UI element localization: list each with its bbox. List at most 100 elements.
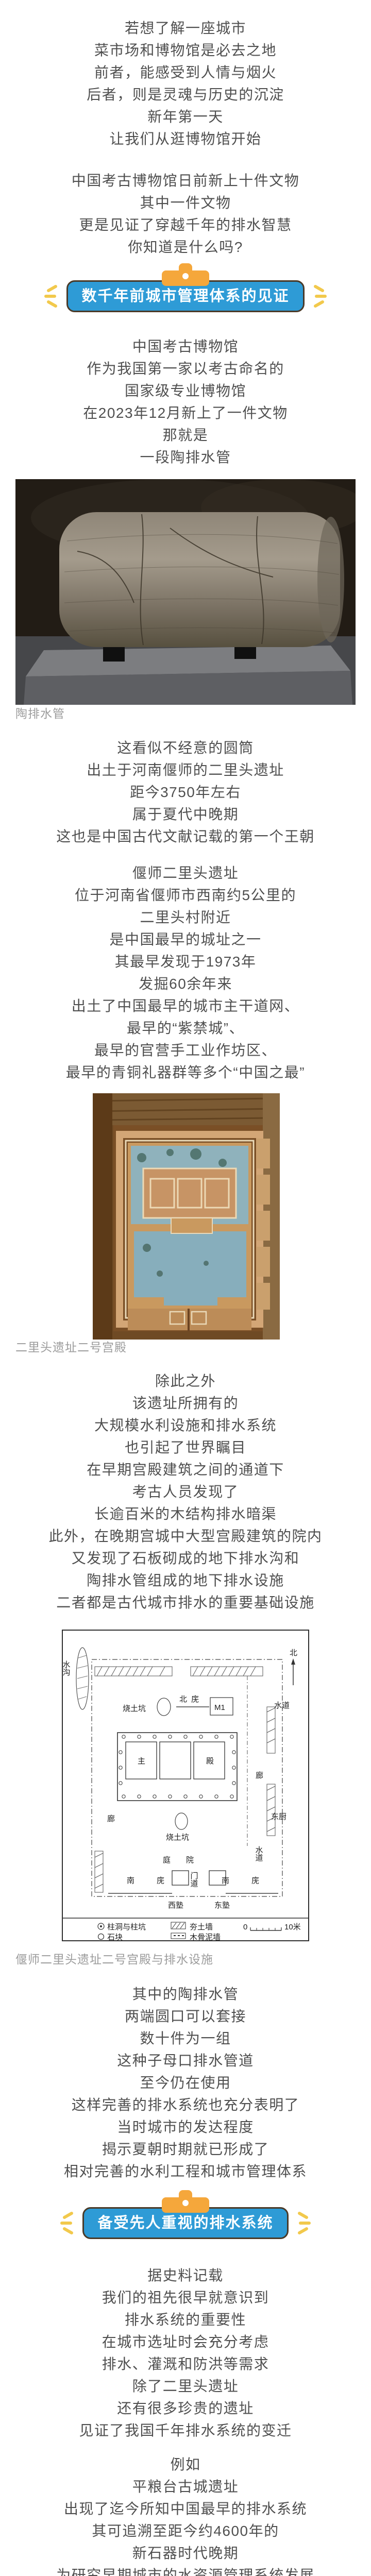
text-line: 这种子母口排水管道: [117, 2053, 254, 2069]
sparkle-icon: [297, 2212, 311, 2234]
text-line: 也引起了世界瞩目: [124, 1439, 246, 1455]
text-line: 大规模水利设施和排水系统: [94, 1417, 277, 1433]
text-line: 作为我国第一家以考古命名的: [87, 361, 284, 377]
plan-label-south-wing-left: 南 庑: [127, 1876, 172, 1885]
text-line: 我们的祖先很早就意识到: [102, 2290, 269, 2306]
plan-label-m1: M1: [214, 1703, 225, 1712]
pool-algae: [137, 1148, 227, 1167]
text-line: 偃师二里头遗址: [132, 865, 239, 881]
plan-label-corridor-right: 廊: [256, 1771, 263, 1780]
plan-label-burnt-pit-2: 烧土坑: [166, 1833, 189, 1842]
text-line: 最早的官营手工业作坊区、: [94, 1042, 277, 1058]
pipe-crack-lines: [77, 514, 274, 646]
figure-caption: 二里头遗址二号宫殿: [15, 1341, 127, 1354]
legend-scale-zero: 0: [243, 1923, 247, 1931]
text-line: 在早期宫殿建筑之间的通道下: [87, 1462, 284, 1478]
text-line: 揭示夏朝时期就已形成了: [102, 2141, 269, 2157]
text-line: 除此之外: [155, 1373, 216, 1389]
text-line: 排水、灌溉和防洪等需求: [102, 2356, 269, 2372]
text-line: 这也是中国古代文献记载的第一个王朝: [56, 828, 315, 844]
text-line: 这看似不经意的圆筒: [117, 740, 254, 756]
intro-paragraph: 若想了解一座城市菜市场和博物馆是必去之地前者，能感受到人情与烟火后者，则是灵魂与…: [0, 17, 371, 150]
palace-model-illustration: [93, 1093, 280, 1340]
text-line: 考古人员发现了: [132, 1484, 239, 1500]
text-line: 至今仍在使用: [140, 2075, 231, 2091]
text-line: 中国考古博物馆日前新上十件文物: [71, 173, 300, 189]
plan-label-waterway-top: 水道: [274, 1701, 290, 1710]
text-line: 又发现了石板砌成的地下排水沟和: [71, 1550, 300, 1566]
text-line: 更是见证了穿越千年的排水智慧: [79, 217, 292, 233]
text-line: 距今3750年左右: [130, 784, 241, 800]
pottery-pipe-photo: [15, 479, 356, 705]
text-line: 长逾百米的木结构排水暗渠: [94, 1506, 277, 1522]
erlitou-site-paragraph: 偃师二里头遗址位于河南省偃师市西南约5公里的二里头村附近是中国最早的城址之一其最…: [0, 862, 371, 1083]
plan-legend: 柱洞与柱坑 夯土墙 0 10米 石块 木骨泥墙: [97, 1922, 301, 1941]
text-line: 让我们从逛博物馆开始: [109, 131, 262, 147]
plan-label-waterway-side: 水道: [255, 1846, 263, 1861]
text-line: 最早的青铜礼器群等多个“中国之最”: [65, 1064, 306, 1080]
text-line: 两端圆口可以套接: [124, 2008, 246, 2024]
legend-stone: 石块: [107, 1933, 123, 1941]
text-line: 位于河南省偃师市西南约5公里的: [74, 887, 297, 903]
text-line: 此外，在晚期宫城中大型宫殿建筑的院内: [48, 1528, 323, 1544]
east-corridor-blocks: [257, 1139, 270, 1310]
plan-label-corridor-left: 廊: [107, 1815, 115, 1823]
pool-algae-lower: [143, 1244, 209, 1277]
text-line: 据史料记载: [147, 2267, 224, 2283]
section-badge: 备受先人重视的排水系统: [60, 2197, 311, 2239]
text-line: 出土了中国最早的城市主干道网、: [71, 998, 300, 1014]
plan-label-east-room: 东塾: [214, 1901, 230, 1910]
plan-label-main: 主: [138, 1757, 145, 1766]
clip-icon: [161, 270, 209, 286]
text-line: 最早的“紫禁城”、: [126, 1020, 245, 1036]
text-line: 前者，能感受到人情与烟火: [94, 64, 277, 80]
pipe-intro-paragraph: 这看似不经意的圆筒出土于河南偃师的二里头遗址距今3750年左右属于夏代中晚期这也…: [0, 737, 371, 848]
palace-plan-drawing: 水沟 北 烧土坑 北庑 M1 水道 主 殿: [62, 1630, 309, 1941]
plan-label-burnt-pit: 烧土坑: [123, 1704, 146, 1713]
history-paragraph: 据史料记载我们的祖先很早就意识到排水系统的重要性在城市选址时会充分考虑排水、灌溉…: [0, 2264, 371, 2442]
text-line: 该遗址所拥有的: [132, 1395, 239, 1411]
text-line: 你知道是什么吗?: [128, 239, 243, 255]
sparkle-icon: [44, 285, 58, 308]
text-line: 这样完善的排水系统也充分表明了: [71, 2097, 300, 2113]
post-holes: [119, 1735, 236, 1799]
text-line: 后者，则是灵魂与历史的沉淀: [87, 87, 284, 103]
figure-caption: 陶排水管: [15, 707, 65, 720]
section-header-1: 数千年前城市管理体系的见证: [0, 270, 371, 312]
legend-scale-ten: 10米: [284, 1923, 301, 1931]
text-line: 相对完善的水利工程和城市管理体系: [63, 2163, 307, 2179]
plan-label-west-room: 西塾: [168, 1901, 183, 1910]
legend-rammed-wall: 夯土墙: [190, 1923, 213, 1931]
museum-paragraph: 中国考古博物馆作为我国第一家以考古命名的国家级专业博物馆在2023年12月新上了…: [0, 335, 371, 468]
text-line: 陶排水管组成的地下排水设施: [87, 1572, 284, 1588]
text-line: 其中的陶排水管: [132, 1986, 239, 2002]
plan-label-east-kitchen: 东厨: [271, 1812, 286, 1821]
text-line: 见证了我国千年排水系统的变迁: [79, 2422, 292, 2438]
pottery-pipe-illustration: [15, 479, 356, 705]
legend-post-hole: 柱洞与柱坑: [107, 1923, 146, 1931]
text-line: 平粮台古城遗址: [132, 2479, 239, 2495]
text-line: 在城市选址时会充分考虑: [102, 2334, 269, 2350]
plan-label-north-wing: 北庑: [179, 1695, 203, 1704]
text-line: 中国考古博物馆: [132, 338, 239, 354]
section-header-2: 备受先人重视的排水系统: [0, 2197, 371, 2239]
text-line: 发掘60余年来: [139, 976, 232, 992]
text-line: 国家级专业博物馆: [124, 383, 246, 399]
text-line: 数十件为一组: [140, 2030, 231, 2046]
text-line: 菜市场和博物馆是必去之地: [94, 42, 277, 58]
text-line: 其最早发现于1973年: [114, 954, 257, 970]
plan-label-gate: 门道: [190, 1872, 198, 1887]
text-line: 二里头村附近: [140, 909, 231, 925]
figure-caption: 偃师二里头遗址二号宫殿与排水设施: [15, 1953, 213, 1966]
text-line: 当时城市的发达程度: [117, 2119, 254, 2135]
text-line: 一段陶排水管: [140, 449, 231, 465]
sparkle-icon: [60, 2212, 74, 2234]
plan-label-south-wing-right: 南 庑: [222, 1876, 266, 1885]
text-line: 那就是: [162, 427, 209, 443]
text-line: 排水系统的重要性: [124, 2312, 246, 2328]
text-line: 还有很多珍贵的遗址: [117, 2400, 254, 2416]
plan-label-courtyard: 庭 院: [163, 1855, 194, 1865]
section-badge: 数千年前城市管理体系的见证: [44, 270, 327, 312]
sparkle-icon: [313, 285, 327, 308]
